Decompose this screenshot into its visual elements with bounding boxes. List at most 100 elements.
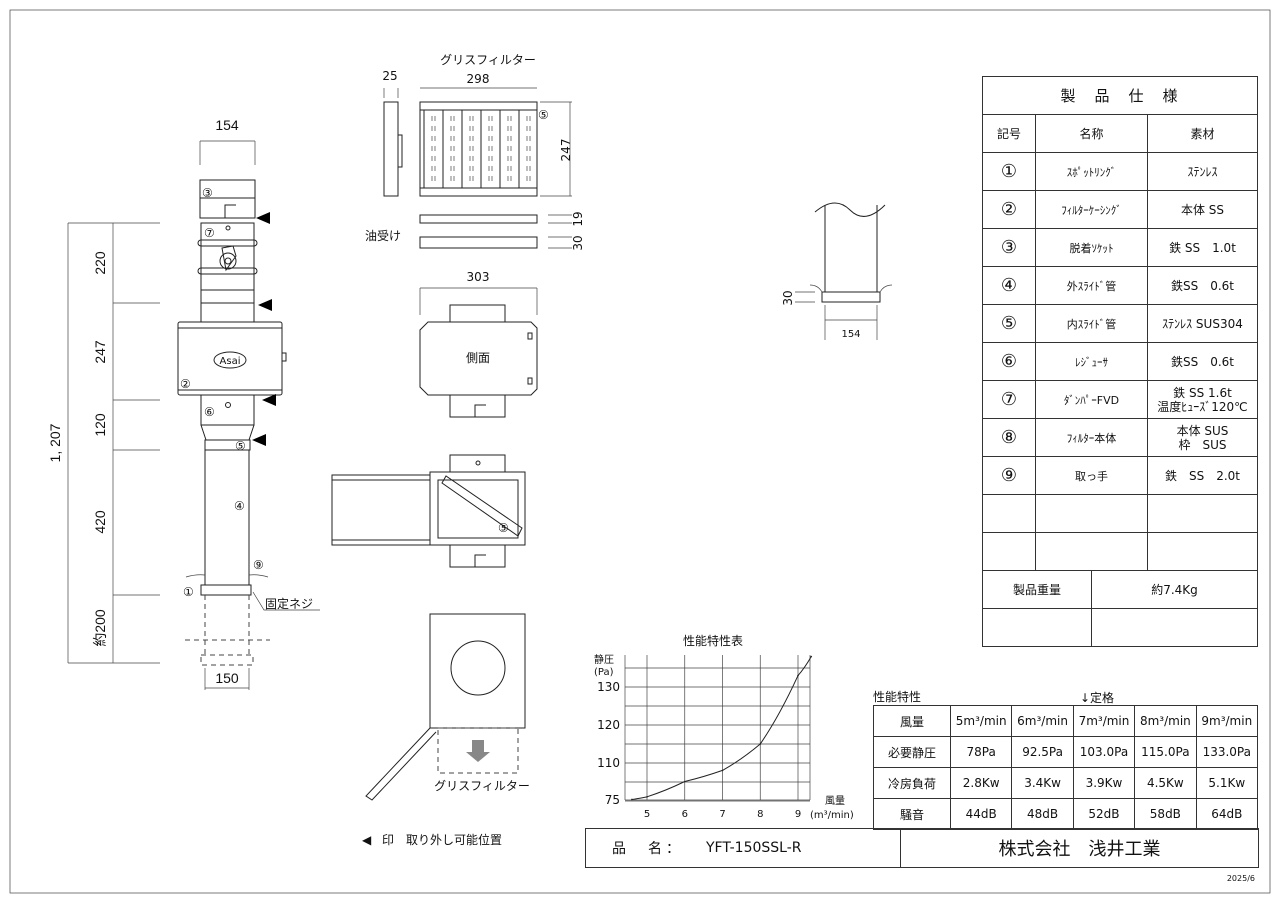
material: 鉄 SS 1.6t: [1173, 385, 1232, 400]
fixing-screw-label: 固定ネジ: [265, 596, 313, 611]
perf-value: 3.4Kw: [1011, 767, 1074, 799]
sheet-border: [9, 9, 1271, 894]
material: 鉄 SS 1.0t: [1169, 240, 1236, 255]
dim-19: 19: [571, 211, 585, 226]
chart-x-unit: (m³/min): [810, 810, 854, 821]
material: 本体 SUS: [1176, 423, 1229, 438]
dim-420: 420: [92, 510, 108, 534]
dim-220: 220: [92, 251, 108, 275]
part-number: ①: [982, 152, 1036, 191]
chart-y-tick: 110: [597, 756, 620, 770]
material: ｽﾃﾝﾚｽ SUS304: [1162, 316, 1243, 331]
part-number: ⑥: [982, 342, 1036, 381]
perf-value: 52dB: [1072, 798, 1136, 830]
part-name: ﾀﾞﾝﾊﾟｰFVD: [1035, 380, 1148, 419]
dim-bottom-width: 150: [215, 670, 239, 686]
perf-value: 4.5Kw: [1134, 767, 1197, 799]
part-number: ③: [982, 228, 1036, 267]
chart-x-label: 風量: [825, 795, 845, 807]
dim-247-filter: 247: [559, 139, 573, 162]
chart-x-tick: 8: [757, 809, 763, 820]
callout-5: ⑤: [235, 439, 246, 453]
brand-logo: Asai: [220, 356, 241, 367]
flow-header: 6m³/min: [1011, 705, 1074, 737]
callout-3: ③: [202, 186, 213, 200]
perf-header-flow: 風量: [873, 705, 951, 737]
callout-4: ④: [234, 499, 245, 513]
rated-marker: ↓定格: [1080, 691, 1115, 705]
callout-5-filter: ⑤: [538, 108, 549, 122]
perf-row-label: 騒音: [873, 798, 951, 830]
material: 本体 SS: [1180, 202, 1225, 217]
perf-value: 78Pa: [949, 736, 1013, 768]
dim-298: 298: [467, 72, 490, 86]
dim-top-width: 154: [215, 117, 239, 133]
part-name: ﾚｼﾞｭｰｻ: [1035, 342, 1148, 381]
header-no: 記号: [982, 114, 1036, 153]
perf-value: 2.8Kw: [949, 767, 1013, 799]
chart-y-tick: 120: [597, 718, 620, 732]
dim-detail-30: 30: [781, 290, 795, 305]
part-name: ﾌｨﾙﾀｰ本体: [1035, 418, 1148, 457]
chart-x-tick: 7: [719, 809, 725, 820]
chart-y-tick: 130: [597, 680, 620, 694]
date-stamp: 2025/6: [1227, 874, 1255, 883]
perf-value: 133.0Pa: [1195, 736, 1259, 768]
perf-title: 性能特性: [873, 690, 922, 704]
perf-value: 48dB: [1011, 798, 1074, 830]
chart-y-tick: 75: [605, 793, 620, 807]
callout-6: ⑥: [204, 405, 215, 419]
part-name: 脱着ｿｹｯﾄ: [1035, 228, 1148, 267]
perf-row-label: 冷房負荷: [873, 767, 951, 799]
product-name: YFT-150SSL-R: [706, 840, 802, 856]
company-name: 株式会社 浅井工業: [998, 839, 1161, 860]
material-sub: 温度ﾋｭｰｽﾞ120℃: [1157, 399, 1248, 414]
chart-x-tick: 5: [644, 809, 650, 820]
weight-label: 製品重量: [982, 570, 1092, 609]
grease-filter-view: グリスフィルター 25 298 ⑤ 247 油受け 19 30: [365, 53, 585, 251]
bottom-view-label: グリスフィルター: [434, 779, 530, 793]
perf-row-label: 必要静圧: [873, 736, 951, 768]
part-number: ⑦: [982, 380, 1036, 419]
part-name: ｽﾎﾟｯﾄﾘﾝｸﾞ: [1035, 152, 1148, 191]
ceiling-detail: 30 154: [781, 202, 893, 340]
chart-x-tick: 9: [795, 809, 801, 820]
legend-marker-icon: ◀: [362, 833, 372, 847]
grease-filter-title: グリスフィルター: [440, 53, 536, 67]
part-number: ④: [982, 266, 1036, 305]
part-name: ﾌｨﾙﾀｰｹｰｼﾝｸﾞ: [1035, 190, 1148, 229]
title-block: 品 名： YFT-150SSL-R 株式会社 浅井工業: [585, 828, 1259, 868]
part-name: 外ｽﾗｲﾄﾞ管: [1035, 266, 1148, 305]
perf-value: 92.5Pa: [1011, 736, 1074, 768]
part-number: ⑨: [982, 456, 1036, 495]
dim-30: 30: [571, 235, 585, 250]
removable-position-markers: [252, 212, 276, 446]
dim-303: 303: [467, 270, 490, 284]
perf-value: 5.1Kw: [1195, 767, 1259, 799]
part-name: 取っ手: [1035, 456, 1148, 495]
dim-25: 25: [382, 69, 397, 83]
flow-header: 9m³/min: [1195, 705, 1259, 737]
chart-title: 性能特性表: [683, 633, 743, 648]
part-number: ⑤: [982, 304, 1036, 343]
legend-text: 印 取り外し可能位置: [382, 832, 502, 847]
chart-series-line: [631, 656, 812, 800]
material: 鉄SS 0.6t: [1170, 278, 1234, 293]
callout-2: ②: [180, 377, 191, 391]
oil-pan-label: 油受け: [365, 229, 401, 243]
dim-detail-154: 154: [841, 329, 860, 340]
dim-total: 1, 207: [47, 423, 63, 462]
part-number: ②: [982, 190, 1036, 229]
flow-header: 5m³/min: [949, 705, 1013, 737]
